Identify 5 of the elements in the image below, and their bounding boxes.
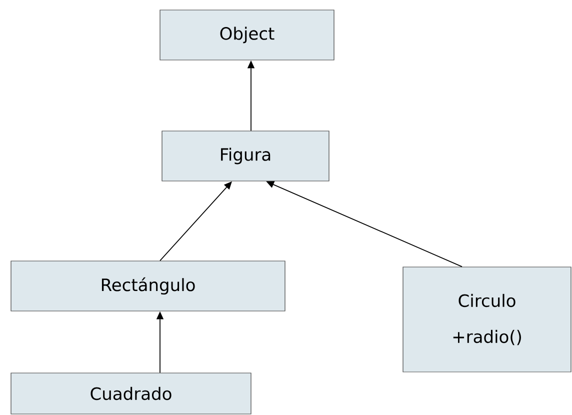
class-box: Cuadrado [10,372,252,414]
class-box: Circulo +radio() [402,266,572,372]
class-box: Object [160,10,334,60]
class-box: Figura [162,130,330,182]
class-box: Rectángulo [10,260,286,312]
